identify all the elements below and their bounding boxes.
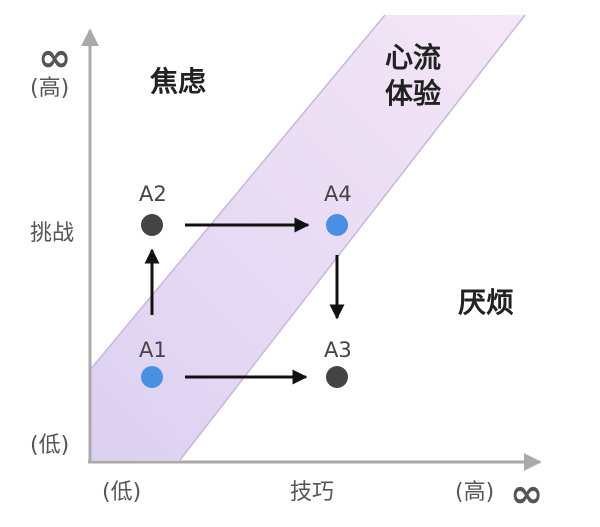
point-a3-label: A3 bbox=[324, 338, 352, 362]
y-axis-low-label: (低) bbox=[30, 433, 70, 458]
x-axis-high-label: (高) bbox=[455, 480, 495, 505]
point-a1-label: A1 bbox=[139, 338, 167, 362]
x-axis-low-label: (低) bbox=[102, 480, 142, 505]
y-axis-high-label: (高) bbox=[30, 76, 70, 101]
flow-band-lower-edge bbox=[179, 14, 526, 461]
point-a2-dot bbox=[141, 214, 163, 236]
zone-boredom-label: 厌烦 bbox=[458, 286, 515, 319]
point-a4-dot bbox=[326, 214, 348, 236]
y-axis-infinity-label: ∞ bbox=[38, 35, 72, 81]
zone-anxiety-label: 焦虑 bbox=[150, 65, 207, 98]
x-axis-title: 技巧 bbox=[290, 480, 335, 505]
zone-flow-label-line2: 体验 bbox=[385, 77, 442, 110]
y-axis-title: 挑战 bbox=[30, 221, 75, 246]
flow-band-upper-edge bbox=[89, 14, 386, 371]
x-axis-infinity-label: ∞ bbox=[510, 471, 544, 517]
flow-band bbox=[90, 15, 525, 460]
point-a2-label: A2 bbox=[139, 182, 167, 206]
point-a4-label: A4 bbox=[324, 182, 352, 206]
point-a3-dot bbox=[326, 366, 348, 388]
point-a1-dot bbox=[141, 366, 163, 388]
zone-flow-label-line1: 心流 bbox=[385, 41, 442, 74]
